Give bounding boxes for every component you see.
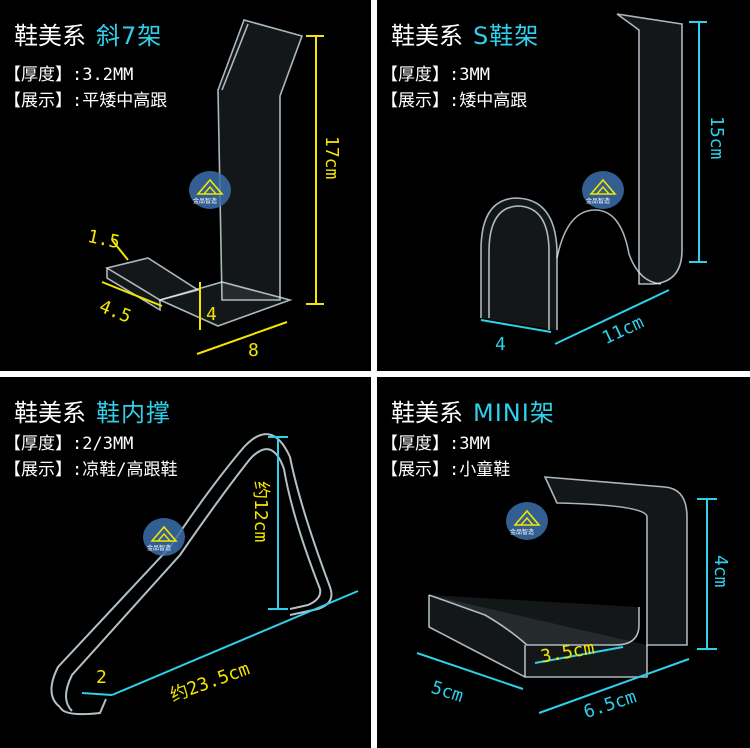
brand-label: 鞋美系 [391,399,463,427]
model-name: S鞋架 [473,22,540,50]
dim-label: 4 [206,304,217,325]
spec-key: 【厚度】 [381,434,449,454]
spec-value: :凉鞋/高跟鞋 [72,460,178,480]
dim-label: 8 [248,340,259,361]
spec-value: :2/3MM [72,434,134,454]
panel-title: 鞋美系 MINI架 [391,393,555,428]
product-panel-slant7: 鞋美系斜7架 【厚度】:3.2MM 【展示】:平矮中高跟 1.5 4.5 4 8… [0,0,371,371]
spec-display: 【展示】:矮中高跟 [381,86,527,111]
logo-text: 金品智造 [586,198,611,205]
product-panel-shoe-insert: 鞋美系鞋内撑 【厚度】:2/3MM 【展示】:凉鞋/高跟鞋 约12cm 约23.… [0,377,371,748]
dim-label: 4cm [710,555,731,588]
spec-value: :3.2MM [72,65,134,85]
mini-rack-illustration [416,476,717,714]
panel-title: 鞋美系 S鞋架 [391,16,539,51]
diamond-mountain-logo-icon [582,171,624,209]
model-name: 鞋内撑 [96,399,171,427]
brand-label: 鞋美系 [14,22,86,50]
spec-value: :平矮中高跟 [72,91,168,111]
dim-label: 约12cm [250,481,271,543]
spec-value: :3MM [449,434,490,454]
spec-thickness: 【厚度】:3MM [381,60,490,85]
s-rack-illustration [480,13,707,345]
dim-label: 15cm [706,116,727,160]
spec-value: :3MM [449,65,490,85]
diamond-mountain-logo-icon [189,171,231,209]
spec-key: 【厚度】 [4,65,72,85]
dim-label: 4 [495,334,506,355]
model-name: 斜7架 [96,22,163,50]
spec-key: 【厚度】 [381,65,449,85]
diamond-mountain-logo-icon [506,502,548,540]
spec-thickness: 【厚度】:3.2MM [4,60,133,85]
spec-thickness: 【厚度】:2/3MM [4,429,133,454]
spec-key: 【展示】 [381,91,449,111]
logo-text: 金品智造 [147,545,172,552]
spec-key: 【展示】 [4,460,72,480]
shoe-insert-illustration [50,433,359,716]
model-name: MINI架 [473,399,555,427]
spec-display: 【展示】:平矮中高跟 [4,86,167,111]
brand-label: 鞋美系 [391,22,463,50]
dim-label: 17cm [321,136,342,180]
panel-title: 鞋美系斜7架 [14,16,162,51]
dim-label: 2 [96,667,107,688]
spec-display: 【展示】:小童鞋 [381,455,510,480]
brand-label: 鞋美系 [14,399,86,427]
diamond-mountain-logo-icon [143,518,185,556]
spec-key: 【展示】 [4,91,72,111]
logo-text: 金品智造 [510,529,535,536]
logo-text: 金品智造 [193,198,218,205]
spec-key: 【展示】 [381,460,449,480]
spec-value: :小童鞋 [449,460,511,480]
spec-display: 【展示】:凉鞋/高跟鞋 [4,455,177,480]
spec-value: :矮中高跟 [449,91,528,111]
slant7-stand-illustration [101,19,324,355]
spec-key: 【厚度】 [4,434,72,454]
panel-title: 鞋美系鞋内撑 [14,393,171,428]
spec-thickness: 【厚度】:3MM [381,429,490,454]
